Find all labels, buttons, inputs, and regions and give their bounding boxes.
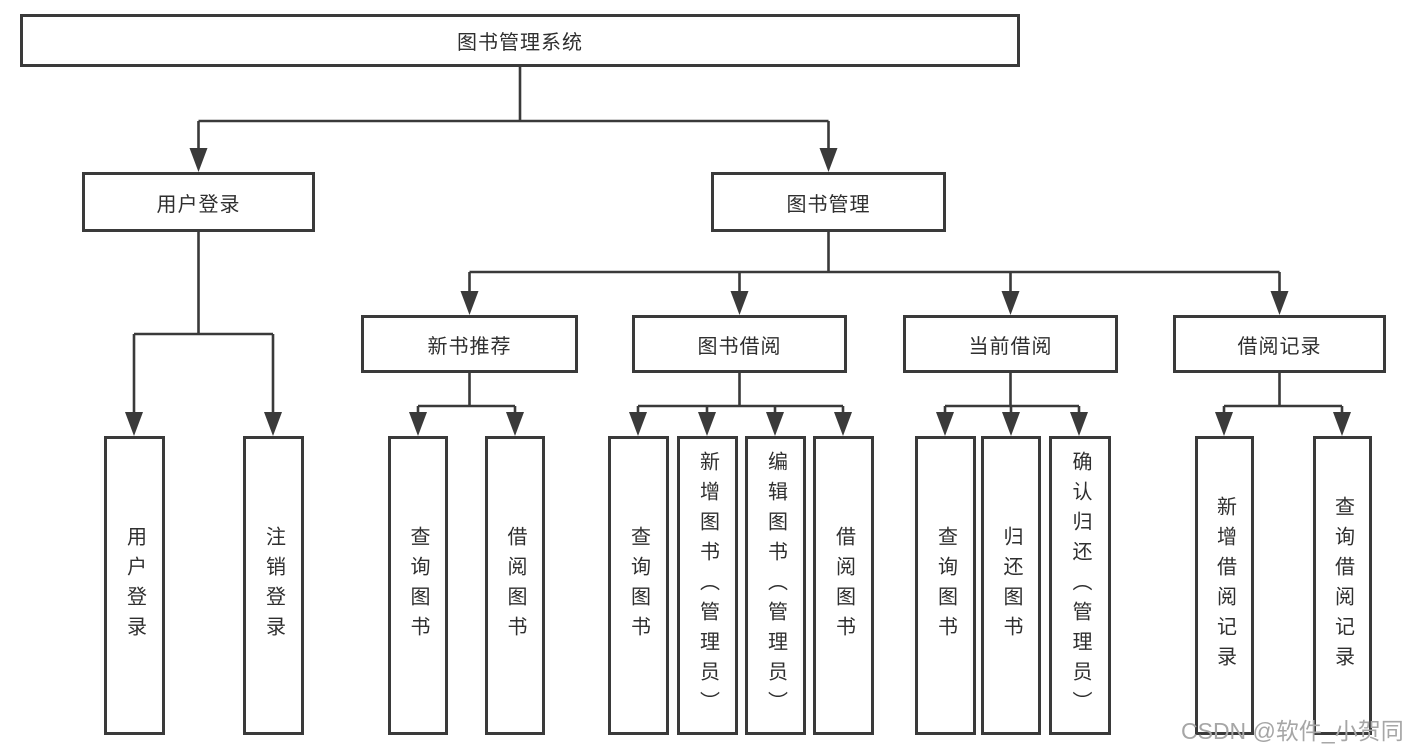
leaf-cb-query-books-label: 查询图书 — [934, 525, 957, 646]
node-book-borrow: 图书借阅 — [632, 315, 847, 373]
node-book-management-label: 图书管理 — [786, 193, 871, 216]
csdn-watermark: CSDN @软件_小贺同学 — [1181, 718, 1405, 744]
leaf-user-login: 用户登录 — [104, 436, 165, 735]
node-book-borrow-label: 图书借阅 — [697, 335, 782, 358]
node-new-book-recommend: 新书推荐 — [361, 315, 578, 373]
leaf-cb-return-books: 归还图书 — [981, 436, 1041, 735]
leaf-nbr-query-books: 查询图书 — [388, 436, 448, 735]
leaf-br-add-record-label: 新增借阅记录 — [1213, 495, 1236, 676]
leaf-nbr-query-books-label: 查询图书 — [407, 525, 429, 646]
leaf-bb-add-book-admin: 新增图书（管理员） — [677, 436, 738, 735]
node-book-management: 图书管理 — [711, 172, 946, 232]
leaf-cb-return-books-label: 归还图书 — [1000, 525, 1022, 646]
leaf-cb-confirm-return-admin: 确认归还（管理员） — [1049, 436, 1111, 735]
node-root: 图书管理系统 — [20, 14, 1020, 67]
leaf-bb-query-books-label: 查询图书 — [627, 525, 650, 646]
leaf-nbr-borrow-books-label: 借阅图书 — [504, 525, 526, 646]
leaf-cb-confirm-return-admin-label: 确认归还（管理员） — [1069, 450, 1091, 721]
leaf-br-query-record: 查询借阅记录 — [1313, 436, 1372, 735]
leaf-bb-edit-book-admin-label: 编辑图书（管理员） — [764, 450, 787, 721]
leaf-nbr-borrow-books: 借阅图书 — [485, 436, 545, 735]
node-current-borrow-label: 当前借阅 — [968, 335, 1053, 358]
leaf-br-add-record: 新增借阅记录 — [1195, 436, 1254, 735]
leaf-logout: 注销登录 — [243, 436, 304, 735]
leaf-br-query-record-label: 查询借阅记录 — [1331, 495, 1354, 676]
connector-book-borrow-children — [636, 373, 845, 416]
connector-new-book-children — [416, 373, 517, 416]
connector-book-mgmt-children — [468, 232, 1281, 295]
leaf-bb-borrow-books-label: 借阅图书 — [832, 525, 855, 646]
leaf-cb-query-books: 查询图书 — [915, 436, 976, 735]
node-root-label: 图书管理系统 — [457, 32, 583, 54]
connector-current-borrow-children — [943, 373, 1081, 416]
leaf-bb-query-books: 查询图书 — [608, 436, 669, 735]
node-current-borrow: 当前借阅 — [903, 315, 1118, 373]
node-user-login: 用户登录 — [82, 172, 315, 232]
node-borrow-records-label: 借阅记录 — [1237, 335, 1322, 358]
node-user-login-label: 用户登录 — [156, 193, 241, 216]
node-borrow-records: 借阅记录 — [1173, 315, 1386, 373]
connector-root-to-level2 — [197, 67, 830, 152]
node-new-book-recommend-label: 新书推荐 — [427, 335, 512, 358]
leaf-user-login-label: 用户登录 — [123, 525, 146, 646]
leaf-bb-add-book-admin-label: 新增图书（管理员） — [696, 450, 719, 721]
leaf-logout-label: 注销登录 — [262, 525, 285, 646]
leaf-bb-borrow-books: 借阅图书 — [813, 436, 874, 735]
connector-borrow-records-children — [1222, 373, 1344, 416]
connector-user-login-children — [132, 232, 275, 416]
leaf-bb-edit-book-admin: 编辑图书（管理员） — [745, 436, 806, 735]
